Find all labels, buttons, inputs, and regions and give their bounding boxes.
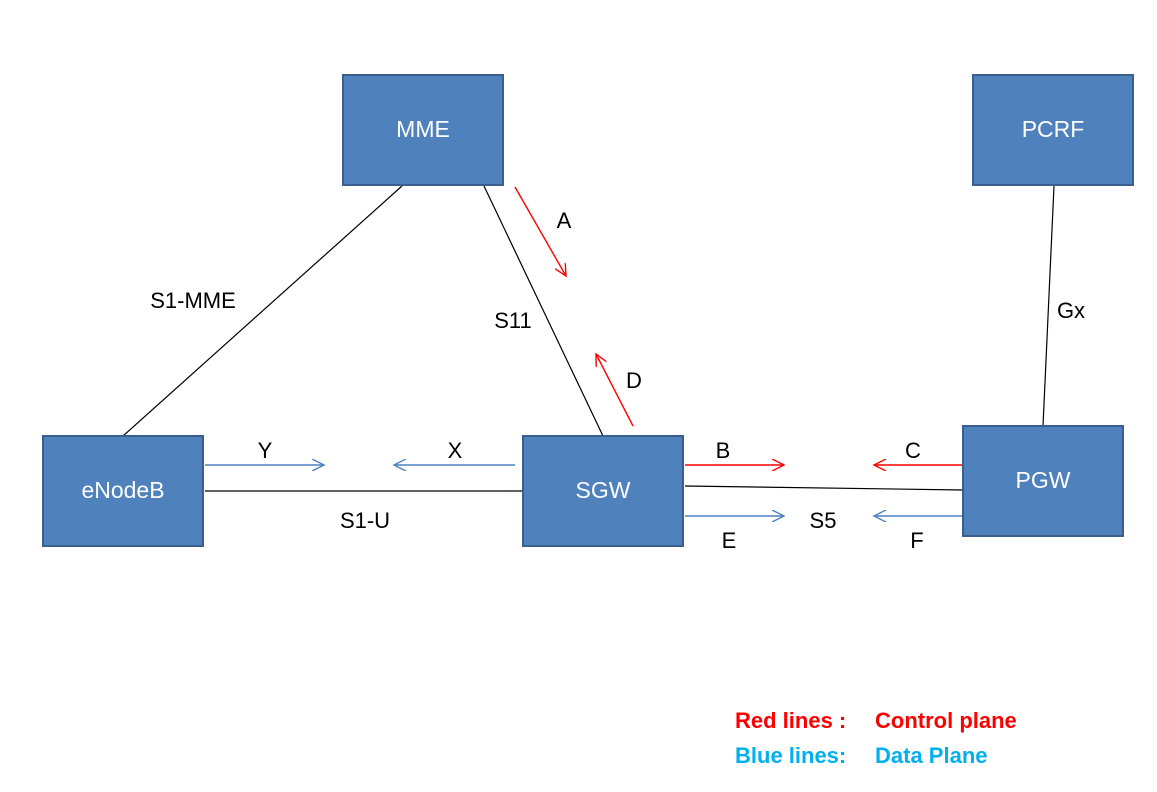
node-pgw: PGW	[962, 425, 1124, 537]
node-label-enodeb: eNodeB	[81, 477, 164, 503]
label-arrow-b: B	[716, 438, 731, 463]
s11-link	[483, 185, 604, 437]
node-enodeb: eNodeB	[42, 435, 204, 547]
arrow-d	[596, 354, 634, 427]
label-arrow-y: Y	[258, 438, 273, 463]
legend: Red lines : Control plane Blue lines: Data…	[735, 703, 1017, 773]
label-arrow-d: D	[626, 368, 642, 393]
s1-mme-link	[122, 185, 403, 437]
gx-link	[1042, 185, 1055, 427]
label-arrow-a: A	[557, 208, 572, 233]
arrow-a	[514, 186, 566, 276]
label-arrow-e: E	[722, 528, 737, 553]
node-label-mme: MME	[396, 116, 450, 142]
node-sgw: SGW	[522, 435, 684, 547]
node-label-sgw: SGW	[576, 477, 631, 503]
label-arrow-c: C	[905, 438, 921, 463]
legend-control-row: Red lines : Control plane	[735, 703, 1017, 738]
node-label-pgw: PGW	[1016, 467, 1071, 493]
legend-data-row: Blue lines: Data Plane	[735, 738, 1017, 773]
label-gx: Gx	[1057, 298, 1085, 323]
legend-control-value: Control plane	[875, 708, 1017, 733]
label-arrow-x: X	[448, 438, 463, 463]
node-mme: MME	[342, 74, 504, 186]
label-s1-u: S1-U	[340, 508, 390, 533]
legend-control-key: Red lines :	[735, 708, 847, 733]
node-label-pcrf: PCRF	[1022, 116, 1085, 142]
label-s1-mme: S1-MME	[150, 288, 236, 313]
node-pcrf: PCRF	[972, 74, 1134, 186]
label-s5: S5	[810, 508, 837, 533]
s5-link	[684, 485, 964, 491]
label-arrow-f: F	[910, 528, 923, 553]
legend-data-key: Blue lines:	[735, 743, 847, 768]
label-s11: S11	[494, 308, 532, 333]
legend-data-value: Data Plane	[875, 743, 988, 768]
